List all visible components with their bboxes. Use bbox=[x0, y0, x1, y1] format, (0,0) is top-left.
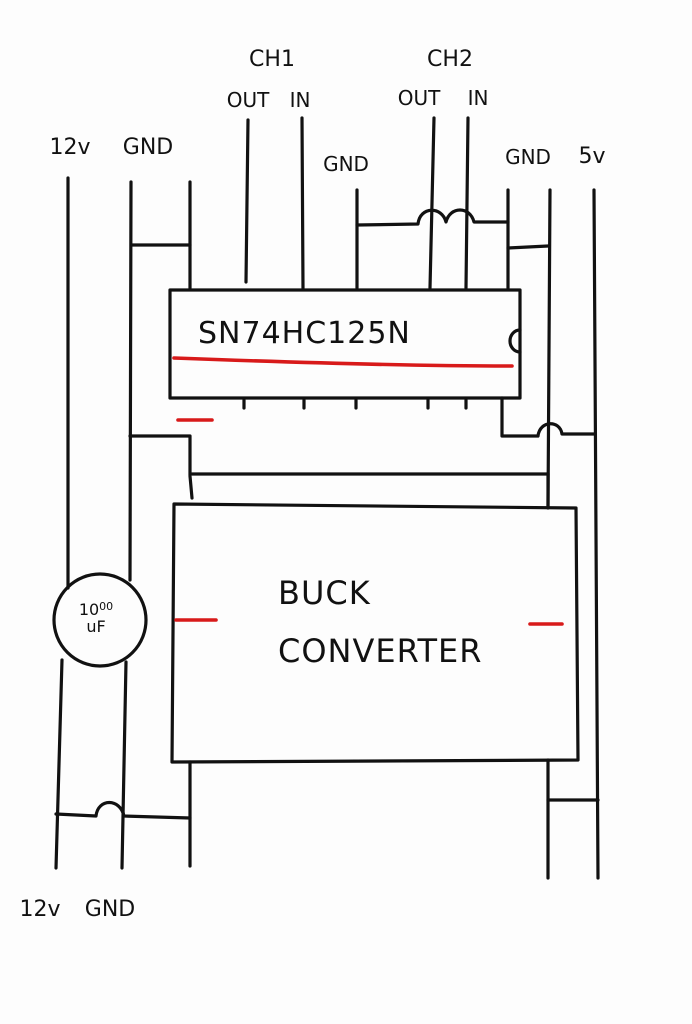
wire-gnd-to-chip-bottom bbox=[128, 434, 192, 477]
chip-notch bbox=[508, 328, 522, 354]
wire-bridge-2 bbox=[188, 474, 194, 500]
ch1-out-label: OUT bbox=[226, 88, 270, 112]
buck-converter-box bbox=[170, 502, 580, 764]
wire-gnd-right bbox=[546, 188, 552, 510]
ch2-out-wire bbox=[428, 116, 436, 290]
capacitor-body bbox=[52, 572, 148, 668]
capacitor-unit: uF bbox=[86, 617, 106, 636]
right-5v-label: 5v bbox=[578, 144, 606, 169]
buck-label-line2: CONVERTER bbox=[278, 632, 483, 670]
bottom-12v-label: 12v bbox=[19, 897, 61, 922]
mid-gnd-label: GND bbox=[323, 152, 369, 176]
capacitor-value-sup: 00 bbox=[99, 600, 114, 613]
buck-label-line1: BUCK bbox=[278, 574, 371, 612]
chip-pin-stubs bbox=[242, 398, 468, 410]
right-gnd-label: GND bbox=[505, 145, 551, 169]
ch2-in-wire bbox=[464, 116, 470, 290]
ch1-in-label: IN bbox=[289, 88, 311, 112]
mid-gnd-rail bbox=[355, 208, 510, 227]
capacitor-value: 1000 uF bbox=[66, 598, 126, 635]
ch1-label: CH1 bbox=[249, 47, 295, 72]
wire-5v-right bbox=[592, 188, 600, 880]
left-12v-label: 12v bbox=[49, 135, 91, 160]
wire-gnd-left-upper bbox=[128, 180, 133, 582]
chip-body bbox=[168, 288, 522, 400]
capacitor-value-main: 10 bbox=[78, 600, 100, 619]
right-gnd-link bbox=[506, 244, 550, 250]
wire-gnd-left-lower bbox=[120, 660, 128, 870]
chip-red-underline bbox=[172, 356, 514, 368]
bottom-gnd-label: GND bbox=[84, 897, 136, 922]
wire-bottom-link-left bbox=[54, 800, 192, 820]
ch2-label: CH2 bbox=[427, 47, 473, 72]
wire-12v-left-lower bbox=[54, 658, 64, 870]
wire-chip-to-5v bbox=[500, 396, 596, 438]
ch2-out-label: OUT bbox=[397, 86, 441, 110]
left-gnd-label: GND bbox=[122, 135, 174, 160]
ch1-out-wire bbox=[244, 118, 250, 284]
chip-name-label: SN74HC125N bbox=[198, 316, 411, 351]
ch1-in-wire bbox=[300, 116, 305, 290]
ch2-in-label: IN bbox=[467, 86, 489, 110]
